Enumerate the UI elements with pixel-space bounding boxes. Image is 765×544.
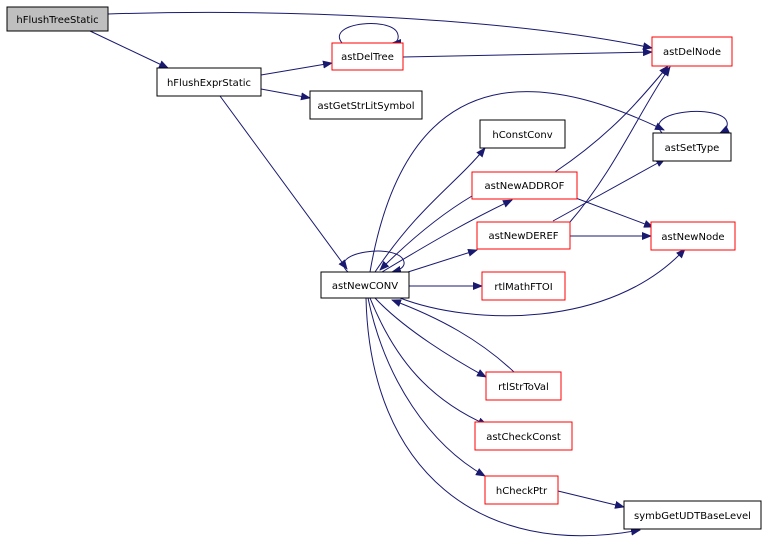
edge-astNewDEREF-to-astSetType — [552, 158, 666, 222]
node-astNewNode[interactable]: astNewNode — [650, 221, 736, 251]
node-label: rtlStrToVal — [498, 382, 549, 393]
node-symbGetUDTBaseLevel[interactable]: symbGetUDTBaseLevel — [623, 500, 762, 530]
node-astSetType[interactable]: astSetType — [652, 132, 732, 162]
node-label: astNewADDROF — [485, 181, 565, 192]
node-rtlMathFTOI[interactable]: rtlMathFTOI — [481, 271, 566, 301]
edge-hCheckPtr-to-symbGetUDTBaseLevel — [557, 490, 625, 509]
node-label: hFlushExprStatic — [167, 78, 251, 89]
edge-astNewCONV-to-astNewNode — [399, 248, 686, 317]
edges — [89, 11, 730, 537]
node-hCheckPtr[interactable]: hCheckPtr — [484, 475, 559, 505]
edge-astNewADDROF-to-astDelNode — [554, 65, 669, 173]
edge-hFlushTreeStatic-to-astDelNode — [107, 11, 653, 51]
node-hFlushTreeStatic[interactable]: hFlushTreeStatic — [6, 6, 109, 32]
edge-astNewCONV-to-astNewADDROF — [381, 199, 513, 273]
node-astDelNode[interactable]: astDelNode — [651, 36, 733, 67]
node-label: astDelTree — [341, 52, 394, 63]
edge-hFlushExprStatic-to-astNewCONV — [219, 95, 348, 270]
edge-astNewCONV-to-hCheckPtr — [367, 297, 486, 477]
node-astCheckConst[interactable]: astCheckConst — [474, 421, 573, 451]
edge-astNewCONV-to-symbGetUDTBaseLevel — [365, 297, 641, 537]
node-rtlStrToVal[interactable]: rtlStrToVal — [485, 371, 562, 401]
edge-astNewADDROF-to-astNewCONV — [379, 195, 473, 271]
node-label: hConstConv — [492, 130, 552, 141]
node-label: rtlMathFTOI — [494, 282, 552, 293]
node-label: astNewDEREF — [488, 231, 558, 242]
node-label: astNewCONV — [332, 281, 398, 292]
edge-astNewCONV-to-hConstConv — [374, 147, 486, 273]
edge-astDelTree-self-loop — [338, 23, 402, 47]
node-label: astNewNode — [661, 232, 724, 243]
edge-astNewCONV-to-astNewDEREF — [407, 248, 478, 273]
edge-astNewCONV-to-astCheckConst — [369, 297, 488, 426]
edge-astNewCONV-to-astSetType — [369, 91, 665, 273]
node-astNewCONV[interactable]: astNewCONV — [320, 271, 410, 299]
node-astDelTree[interactable]: astDelTree — [331, 42, 404, 71]
node-label: astCheckConst — [486, 432, 561, 443]
node-label: hFlushTreeStatic — [16, 15, 98, 26]
node-astGetStrLitSymbol[interactable]: astGetStrLitSymbol — [309, 90, 423, 120]
node-label: symbGetUDTBaseLevel — [634, 511, 751, 522]
node-astNewDEREF[interactable]: astNewDEREF — [476, 221, 571, 250]
edge-astNewCONV-self-loop — [343, 250, 405, 274]
node-hConstConv[interactable]: hConstConv — [479, 119, 566, 149]
edge-astSetType-self-loop — [658, 110, 730, 134]
edge-hFlushExprStatic-to-astDelTree — [260, 60, 333, 76]
edge-hFlushTreeStatic-to-hFlushExprStatic — [89, 30, 169, 69]
node-hFlushExprStatic[interactable]: hFlushExprStatic — [156, 67, 262, 97]
node-label: astDelNode — [663, 47, 721, 58]
node-label: astSetType — [665, 143, 720, 154]
edge-astNewCONV-to-rtlStrToVal — [374, 297, 487, 378]
node-label: hCheckPtr — [496, 486, 548, 497]
node-label: astGetStrLitSymbol — [318, 101, 415, 112]
edge-astNewADDROF-to-astNewNode — [564, 193, 654, 228]
edge-astDelTree-to-astDelNode — [402, 48, 653, 58]
edge-rtlStrToVal-to-astNewCONV — [391, 299, 515, 373]
edge-hFlushExprStatic-to-astGetStrLitSymbol — [260, 88, 311, 101]
node-astNewADDROF[interactable]: astNewADDROF — [471, 171, 578, 200]
